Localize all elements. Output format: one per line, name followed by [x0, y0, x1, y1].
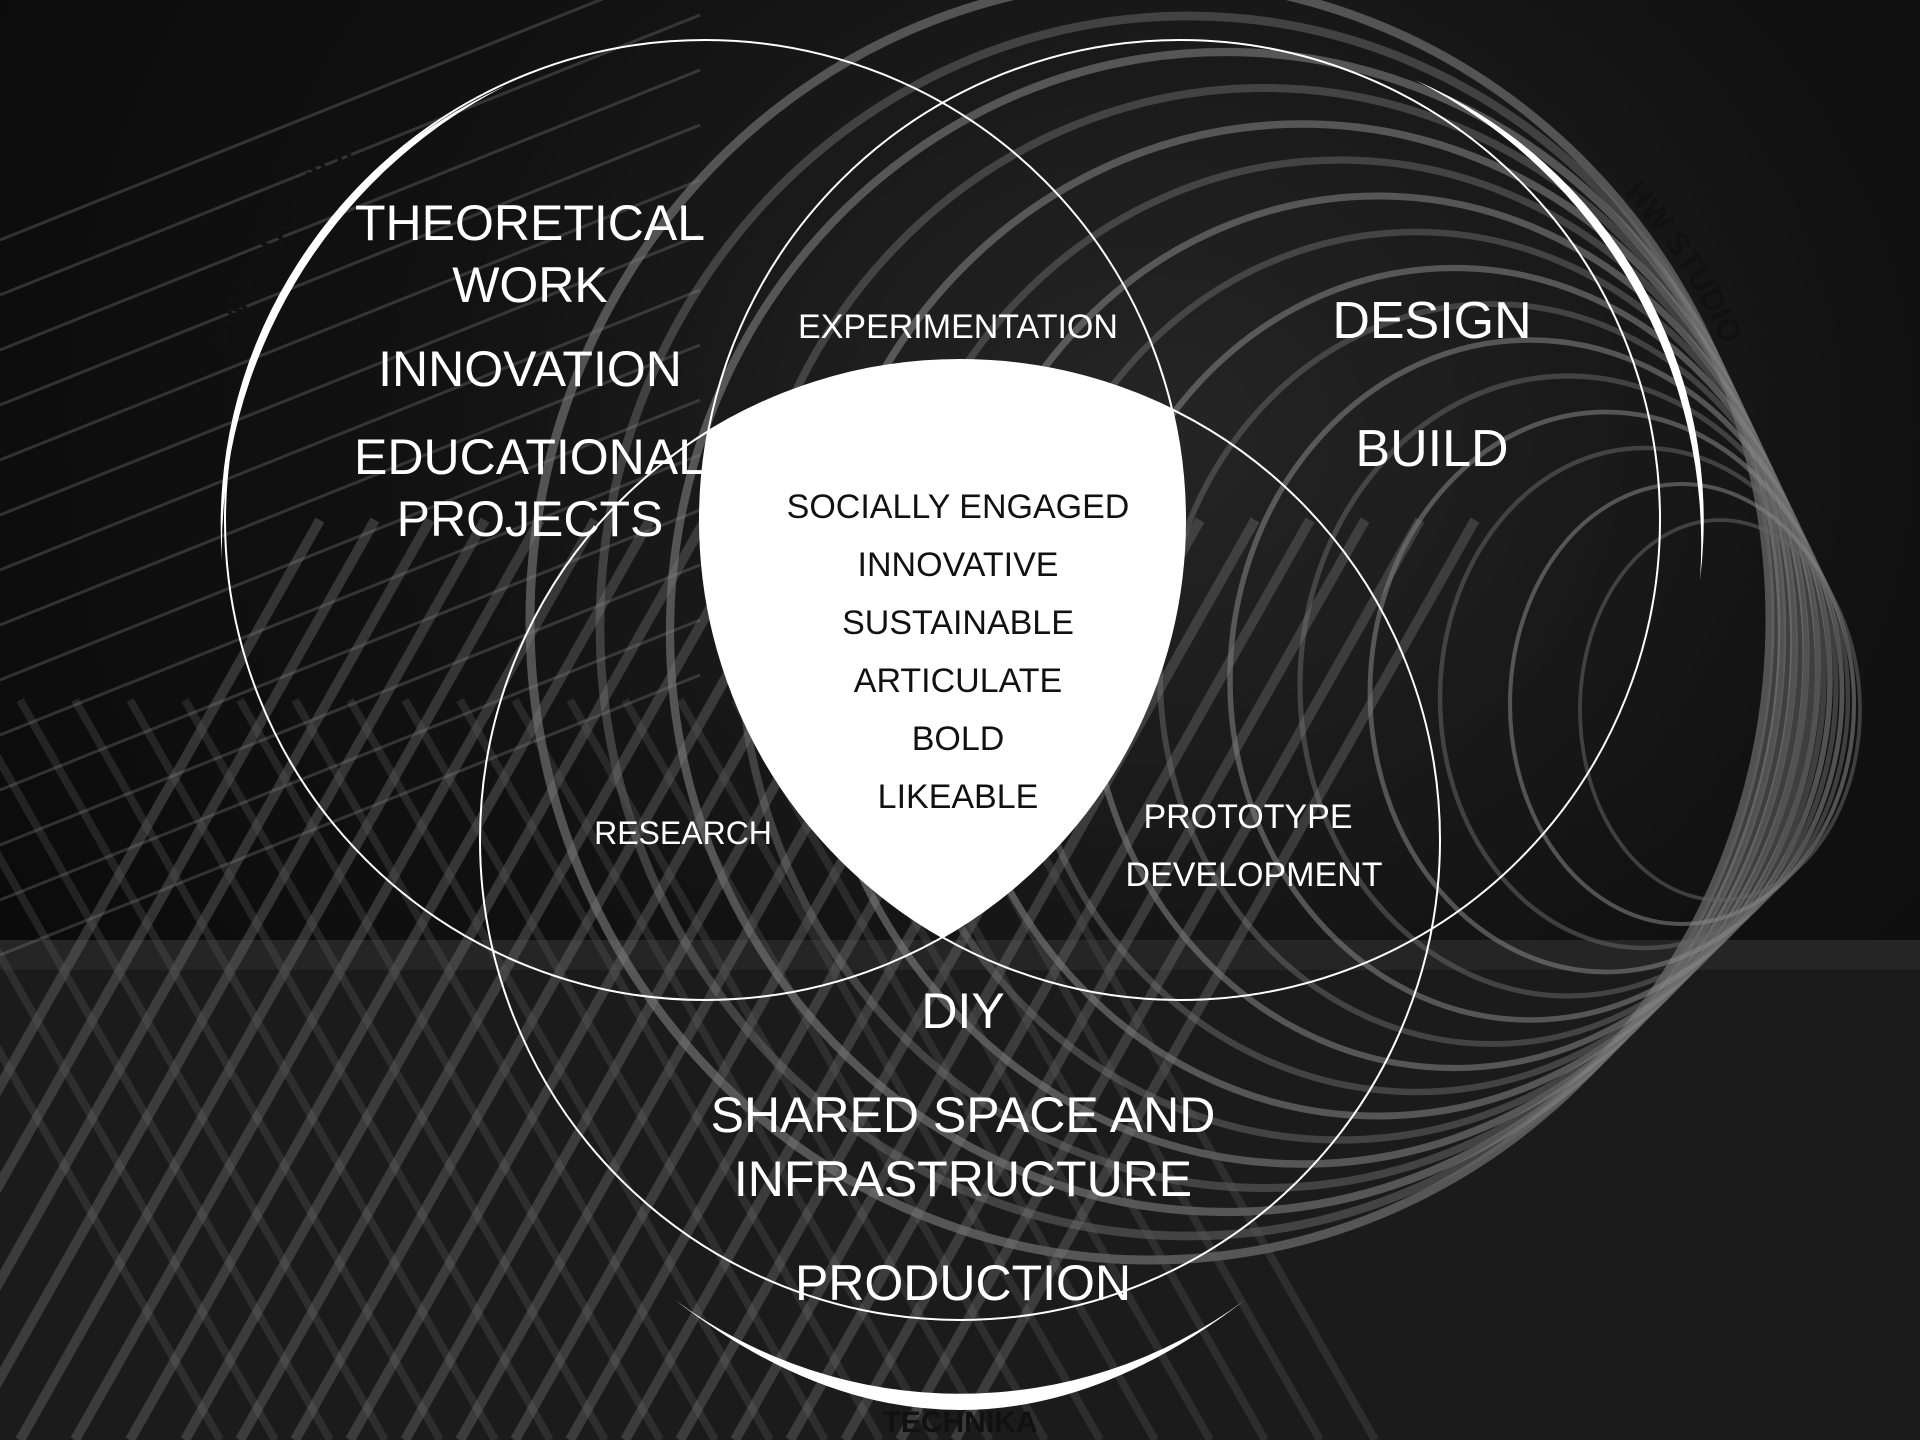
lattice-slat: [291, 698, 719, 1440]
overlap-education-studio: EXPERIMENTATION: [798, 308, 1118, 346]
arch-rib: [1507, 481, 1857, 927]
lattice-slat: [0, 1044, 224, 1440]
arch-rib: [525, 0, 1775, 1265]
studio-line-1: DESIGN: [1332, 292, 1531, 350]
lattice-slat: [236, 698, 664, 1440]
lattice-slat: [401, 698, 829, 1440]
lattice-slat: [621, 698, 1049, 1440]
technika-line-2: SHARED SPACE AND: [711, 1087, 1216, 1143]
lattice-slat: [0, 517, 435, 1291]
lattice-slat: [566, 698, 994, 1440]
lattice-slat: [731, 698, 1159, 1440]
education-line-3: INNOVATION: [378, 341, 682, 397]
lattice-slat: [70, 517, 600, 1440]
sky-slat: [0, 563, 701, 847]
sky-slat: [0, 453, 701, 737]
arch-rib: [1367, 409, 1845, 975]
sky-slat: [0, 508, 701, 792]
technika-line-1: DIY: [921, 983, 1004, 1039]
sky-slat: [0, 343, 701, 627]
lattice-slat: [181, 698, 609, 1440]
education-line-4: EDUCATIONAL: [354, 429, 706, 485]
lattice-slat: [126, 698, 554, 1440]
sky-slat: [0, 0, 605, 242]
center-intersection: [700, 360, 1185, 1000]
lattice-slat: [15, 517, 545, 1440]
technika-line-3: INFRASTRUCTURE: [734, 1151, 1192, 1207]
sky-slat: [0, 68, 701, 352]
center-value-1: SOCIALLY ENGAGED: [787, 488, 1130, 526]
lattice-slat: [16, 698, 444, 1440]
lattice-slat: [71, 698, 499, 1440]
lattice-slat: [180, 517, 710, 1440]
band-education: [220, 86, 505, 560]
technika-line-4: PRODUCTION: [795, 1255, 1131, 1311]
lattice-slat: [346, 698, 774, 1440]
sky-slat: [0, 288, 701, 572]
arch-rib: [1227, 337, 1833, 1023]
arch-rib: [1578, 518, 1862, 902]
sky-slat: [0, 13, 701, 297]
lattice-slat: [840, 517, 1370, 1440]
circle-education: [224, 39, 1186, 1001]
band-label-technika: TECHNIKA: [883, 1406, 1038, 1439]
lattice-slat: [676, 698, 1104, 1440]
circle-studio: [699, 39, 1661, 1001]
lattice-slat: [0, 947, 279, 1440]
sky-slat: [0, 178, 701, 462]
center-value-4: ARTICULATE: [854, 662, 1062, 700]
lattice-slat: [785, 517, 1315, 1440]
band-studio: [1415, 80, 1704, 580]
band-technika: [675, 1300, 1245, 1410]
education-line-1: THEORETICAL: [355, 195, 705, 251]
lattice-slat: [0, 850, 334, 1440]
overlap-studio-technika-line-1: PROTOTYPE: [1143, 798, 1352, 836]
center-value-5: BOLD: [912, 720, 1005, 758]
arch-rib: [1437, 445, 1851, 951]
circle-technika: [479, 359, 1441, 1321]
overlap-studio-technika-line-2: DEVELOPMENT: [1126, 856, 1383, 894]
lattice-slat: [125, 517, 655, 1440]
band-label-studio: HW STUDIO: [1618, 174, 1749, 349]
sky-slat: [0, 123, 701, 407]
lattice-slat: [0, 517, 490, 1389]
lattice-slat: [730, 517, 1260, 1440]
arch-rib: [665, 47, 1787, 1217]
lattice-slat: [0, 517, 380, 1194]
lattice-slat: [895, 517, 1425, 1440]
center-value-2: INNOVATIVE: [858, 546, 1059, 584]
lattice-slat: [950, 517, 1480, 1440]
sky-slat: [0, 398, 701, 682]
horizon-band: [0, 940, 1920, 970]
lattice-slat: [0, 517, 325, 1097]
overlap-education-technika: RESEARCH: [594, 815, 772, 851]
lattice-slat: [0, 753, 389, 1440]
lattice-slat: [456, 698, 884, 1440]
sky-slat: [0, 618, 701, 902]
studio-line-2: BUILD: [1355, 420, 1508, 478]
band-label-education: HW EDUCATION: [204, 123, 368, 356]
education-line-5: PROJECTS: [397, 491, 664, 547]
sky-slat: [0, 673, 701, 957]
education-line-2: WORK: [452, 257, 608, 313]
arch-rib: [595, 11, 1781, 1241]
lattice-slat: [511, 698, 939, 1440]
arch-rib: [1297, 373, 1839, 999]
center-value-3: SUSTAINABLE: [842, 604, 1074, 642]
sky-slat: [0, 233, 701, 517]
center-value-6: LIKEABLE: [878, 778, 1039, 816]
